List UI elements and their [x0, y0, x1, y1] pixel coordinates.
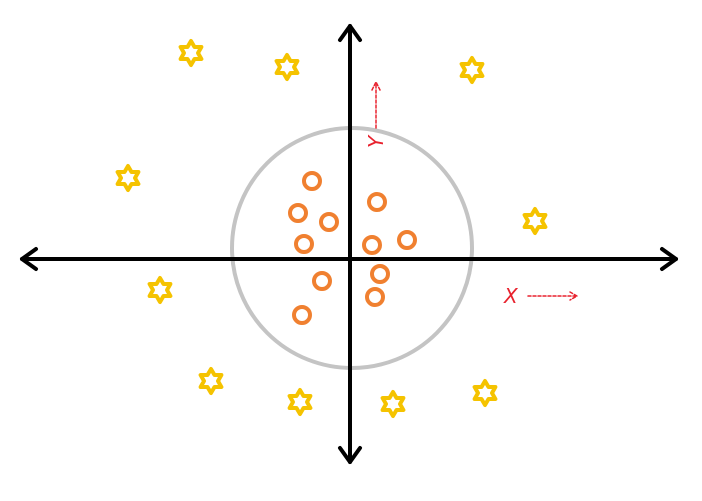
class-b-star-point: [287, 388, 313, 416]
class-b-star-point: [198, 367, 224, 395]
y-direction-arrow: [371, 80, 381, 129]
class-a-circle-point: [370, 264, 390, 284]
x-axis-label: X: [503, 284, 519, 308]
class-b-star-point: [472, 379, 498, 407]
class-a-circle-point: [292, 305, 312, 325]
class-a-circle-point: [367, 192, 387, 212]
class-b-star-point: [274, 53, 300, 81]
x-direction-arrow: [527, 291, 579, 301]
class-b-star-point: [522, 207, 548, 235]
class-b-points: [115, 39, 548, 418]
class-a-circle-point: [319, 212, 339, 232]
x-axis-right-arrowhead: [660, 247, 678, 271]
class-a-circle-point: [294, 234, 314, 254]
x-axis-left-arrowhead: [20, 247, 38, 271]
y-axis-label: Y: [364, 134, 388, 148]
class-a-circle-point: [312, 271, 332, 291]
class-b-star-point: [147, 276, 173, 304]
class-a-circle-point: [302, 171, 322, 191]
class-a-circle-point: [288, 203, 308, 223]
class-a-circle-point: [397, 230, 417, 250]
y-axis-top-arrowhead: [338, 24, 362, 42]
class-a-circle-point: [362, 235, 382, 255]
class-b-star-point: [380, 390, 406, 418]
class-b-star-point: [115, 164, 141, 192]
class-a-points: [288, 171, 417, 325]
y-axis-bottom-arrowhead: [338, 446, 362, 464]
class-b-star-point: [178, 39, 204, 67]
class-b-star-point: [459, 56, 485, 84]
class-a-circle-point: [365, 287, 385, 307]
